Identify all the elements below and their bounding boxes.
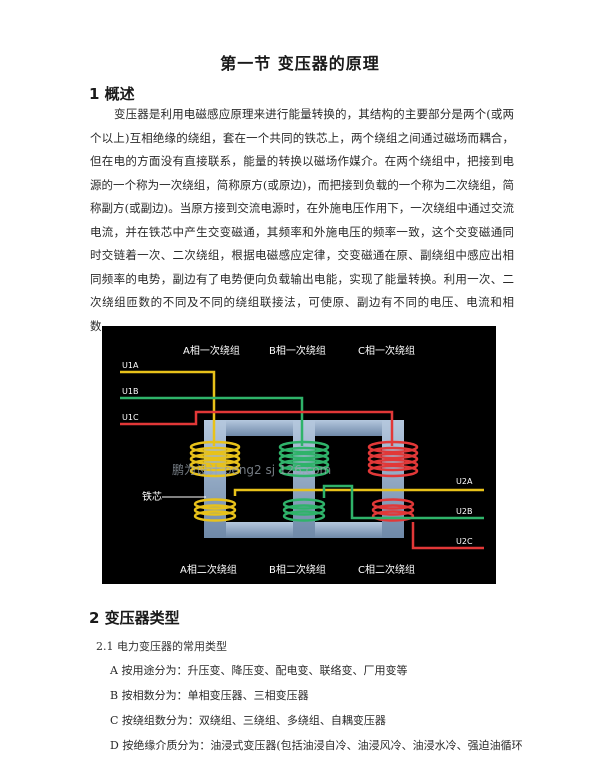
overview-paragraph: 变压器是利用电磁感应原理来进行能量转换的，其结构的主要部分是两个(或两个以上)互… [90,107,514,333]
subheading-power-transformer-types: 2.1 电力变压器的常用类型 [96,640,227,653]
label-c-secondary: C相二次绕组 [358,563,415,576]
coil-a-secondary [193,498,237,522]
watermark: 鹏为设计 peng2 sj 126.com [172,463,331,477]
transformer-diagram: A相一次绕组 B相一次绕组 C相一次绕组 A相二次绕组 B相二次绕组 C相二次绕… [102,326,496,584]
section-heading-types: 2 变压器类型 [89,609,180,627]
coil-c-secondary [371,498,415,522]
line-u1c [120,410,394,446]
label-u2a: U2A [456,477,473,486]
line-u2b [322,484,484,520]
label-u1a: U1A [122,361,139,370]
label-u1b: U1B [122,387,138,396]
page-title: 第一节 变压器的原理 [220,54,380,73]
label-c-primary: C相一次绕组 [358,344,415,357]
type-item-by-insulation: D 按绝缘介质分为：油浸式变压器(包括油浸自冷、油浸风冷、油浸水冷、强迫油循环 [110,739,523,752]
type-item-by-use: A 按用途分为：升压变、降压变、配电变、联络变、厂用变等 [110,664,408,677]
label-u2c: U2C [456,537,473,546]
line-u1a [120,370,216,446]
label-u1c: U1C [122,413,139,422]
coil-b-secondary [282,498,326,522]
label-core: 铁芯 [142,490,162,503]
line-u1b [120,396,304,446]
type-item-by-phase: B 按相数分为：单相变压器、三相变压器 [110,689,309,702]
coil-b-primary [278,440,330,478]
coil-a-primary [189,440,241,478]
label-b-primary: B相一次绕组 [269,344,326,357]
label-u2b: U2B [456,507,472,516]
label-a-primary: A相一次绕组 [183,344,240,357]
line-u2c [411,522,484,550]
section-heading-overview: 1 概述 [89,85,135,103]
line-u2a [233,488,484,496]
coil-c-primary [367,440,419,478]
label-a-secondary: A相二次绕组 [180,563,237,576]
label-b-secondary: B相二次绕组 [269,563,326,576]
type-item-by-winding: C 按绕组数分为：双绕组、三绕组、多绕组、自耦变压器 [110,714,386,727]
